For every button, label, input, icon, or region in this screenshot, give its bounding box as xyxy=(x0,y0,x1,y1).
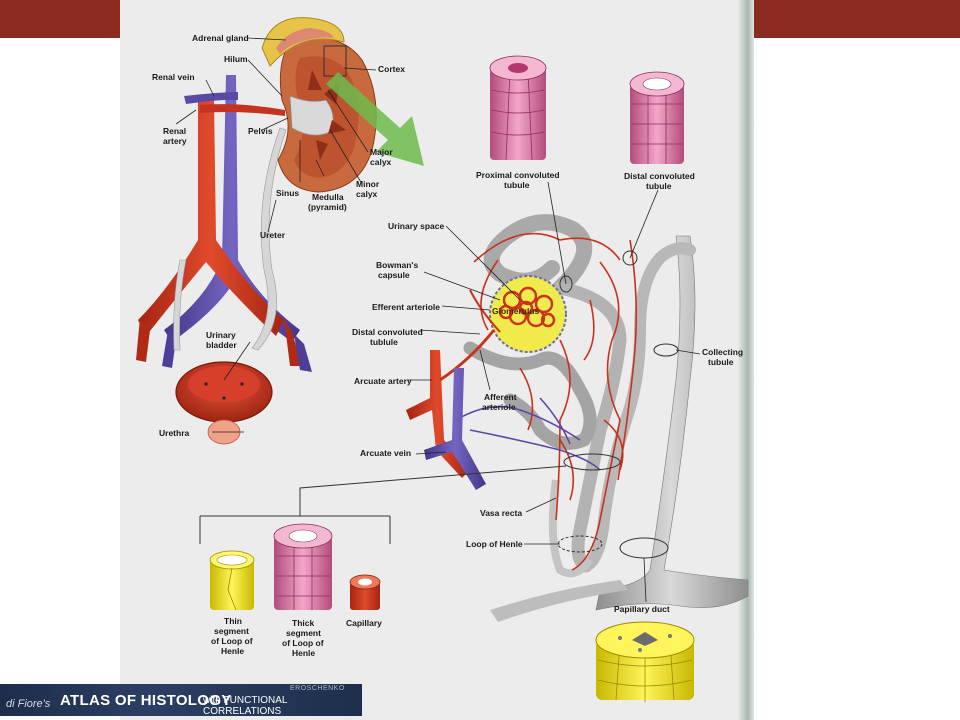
papilla-edge xyxy=(490,580,628,622)
label-thin-line1: Thin xyxy=(224,616,242,626)
label-thick-line1: Thick xyxy=(292,618,314,628)
label-urinary-space: Urinary space xyxy=(388,221,444,231)
label-minor-calyx-line1: Minor xyxy=(356,179,380,189)
label-pelvis: Pelvis xyxy=(248,126,273,136)
thin-segment-illustration xyxy=(209,550,255,611)
peritubular-capillaries xyxy=(473,232,638,571)
label-capillary: Capillary xyxy=(346,618,382,628)
label-arcuate-vein: Arcuate vein xyxy=(360,448,411,458)
renal-artery-vessel xyxy=(200,104,285,116)
label-hilum: Hilum xyxy=(224,54,248,64)
label-distal-mid-line2: tublule xyxy=(370,337,398,347)
label-thin-line4: Henle xyxy=(221,646,244,656)
page-edge xyxy=(738,0,754,720)
urinary-bladder xyxy=(175,361,273,445)
footer-author: EROSCHENKO xyxy=(290,685,345,692)
label-bowmans-line1: Bowman's xyxy=(376,260,418,270)
label-afferent-line1: Afferent xyxy=(484,392,517,402)
label-major-calyx-line1: Major xyxy=(370,147,393,157)
afferent-arteriole xyxy=(439,329,496,382)
distal-convoluted-tubule xyxy=(463,341,597,450)
label-proximal-line1: Proximal convoluted xyxy=(476,170,560,180)
descending-limb xyxy=(553,281,627,573)
top-banner-right xyxy=(752,0,960,38)
label-adrenal-gland: Adrenal gland xyxy=(192,33,249,43)
label-loop-of-henle: Loop of Henle xyxy=(466,539,523,549)
arcuate-vein xyxy=(424,368,486,490)
footer-atlas-title: ATLAS OF HISTOLOGY xyxy=(60,692,232,709)
label-thick-line3: of Loop of xyxy=(282,638,324,648)
thick-segment-illustration xyxy=(273,523,333,610)
label-proximal-line2: tubule xyxy=(504,180,530,190)
label-collecting-line2: tubule xyxy=(708,357,734,367)
label-thin-line3: of Loop of xyxy=(211,636,253,646)
adrenal-gland xyxy=(261,17,345,67)
left-ureter xyxy=(173,259,187,351)
left-iliac-vein xyxy=(162,330,176,368)
book-footer-banner: EROSCHENKO di Fiore's ATLAS OF HISTOLOGY… xyxy=(0,684,362,716)
label-distal-top-line1: Distal convoluted xyxy=(624,171,695,181)
label-renal-artery-line2: artery xyxy=(163,136,187,146)
label-distal-mid-line1: Distal convoluted xyxy=(352,327,423,337)
label-thick-line4: Henle xyxy=(292,648,315,658)
urinary-system-overview xyxy=(136,17,424,445)
distal-tubule-illustration xyxy=(629,71,685,164)
label-major-calyx-line2: calyx xyxy=(370,157,392,167)
renal-vein-vessel xyxy=(184,92,238,104)
label-afferent-line2: arteriole xyxy=(482,402,516,412)
ascending-limb xyxy=(580,242,696,572)
label-medulla-line1: Medulla xyxy=(312,192,344,202)
nephron xyxy=(406,214,749,622)
label-renal-artery-line1: Renal xyxy=(163,126,186,136)
right-ureter xyxy=(251,127,287,351)
label-thick-line2: segment xyxy=(286,628,321,638)
label-renal-vein: Renal vein xyxy=(152,72,195,82)
left-iliac-artery xyxy=(136,318,150,362)
footer-brand: di Fiore's xyxy=(6,698,51,710)
label-medulla-line2: (pyramid) xyxy=(308,202,347,212)
loop-segments-bracket xyxy=(199,465,567,544)
vena-cava xyxy=(164,75,300,342)
label-urethra: Urethra xyxy=(159,428,190,438)
capillary-illustration xyxy=(349,574,381,610)
label-arcuate-artery: Arcuate artery xyxy=(354,376,412,386)
label-vasa-recta: Vasa recta xyxy=(480,508,522,518)
proximal-tubule-illustration xyxy=(489,55,547,161)
footer-subtitle: with FUNCTIONAL CORRELATIONS xyxy=(203,695,288,716)
diagram-labels: Adrenal gland Hilum Cortex Renal vein Re… xyxy=(152,33,743,658)
label-thin-line2: segment xyxy=(214,626,249,636)
label-cortex: Cortex xyxy=(378,64,405,74)
label-ureter: Ureter xyxy=(260,230,286,240)
label-bowmans-line2: capsule xyxy=(378,270,410,280)
collecting-duct xyxy=(595,235,749,611)
label-glomerulus: Glomerulus xyxy=(492,306,540,316)
venous-network xyxy=(455,397,601,471)
label-urinary-bladder-line1: Urinary xyxy=(206,330,236,340)
right-iliac-vein xyxy=(294,334,312,372)
top-banner-left xyxy=(0,0,120,38)
efferent-arteriole xyxy=(469,289,501,333)
label-collecting-line1: Collecting xyxy=(702,347,743,357)
label-sinus: Sinus xyxy=(276,188,299,198)
label-distal-top-line2: tubule xyxy=(646,181,672,191)
arcuate-artery xyxy=(406,350,470,478)
papillary-duct-illustration xyxy=(595,621,695,702)
label-efferent-arteriole: Efferent arteriole xyxy=(372,302,440,312)
label-urinary-bladder-line2: bladder xyxy=(206,340,237,350)
leader-lines xyxy=(175,37,701,603)
aorta xyxy=(138,100,284,336)
renal-pelvis xyxy=(289,95,334,136)
magnification-arrow xyxy=(326,72,424,166)
label-minor-calyx-line2: calyx xyxy=(356,189,378,199)
label-papillary-duct: Papillary duct xyxy=(614,604,670,614)
